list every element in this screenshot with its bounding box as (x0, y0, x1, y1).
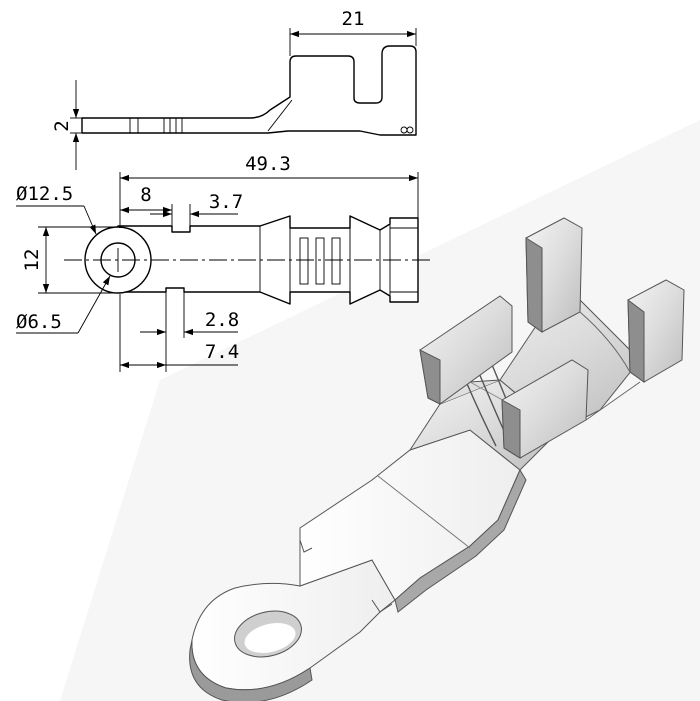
side-view-outline (81, 45, 417, 136)
dim-overall-length: 49.3 (245, 153, 291, 175)
top-view: 49.3 8 3.7 12 Ø12.5 Ø6.5 2.8 7.4 (16, 153, 432, 372)
dim-ring-to-notch-bottom: 7.4 (205, 341, 239, 363)
dim-top-width: 21 (342, 8, 365, 30)
dim-ring-width: 12 (21, 249, 43, 272)
dim-ring-to-notch: 8 (140, 184, 151, 206)
isometric-render (189, 217, 685, 701)
dim-notch-bottom: 2.8 (205, 309, 239, 331)
dim-notch-top: 3.7 (209, 191, 243, 213)
render-background (60, 120, 700, 701)
dim-ring-outer-diameter: Ø12.5 (16, 183, 73, 205)
dim-ring-hole-diameter: Ø6.5 (16, 311, 62, 333)
dim-thickness: 2 (51, 120, 73, 131)
side-view: 21 2 (51, 8, 417, 170)
